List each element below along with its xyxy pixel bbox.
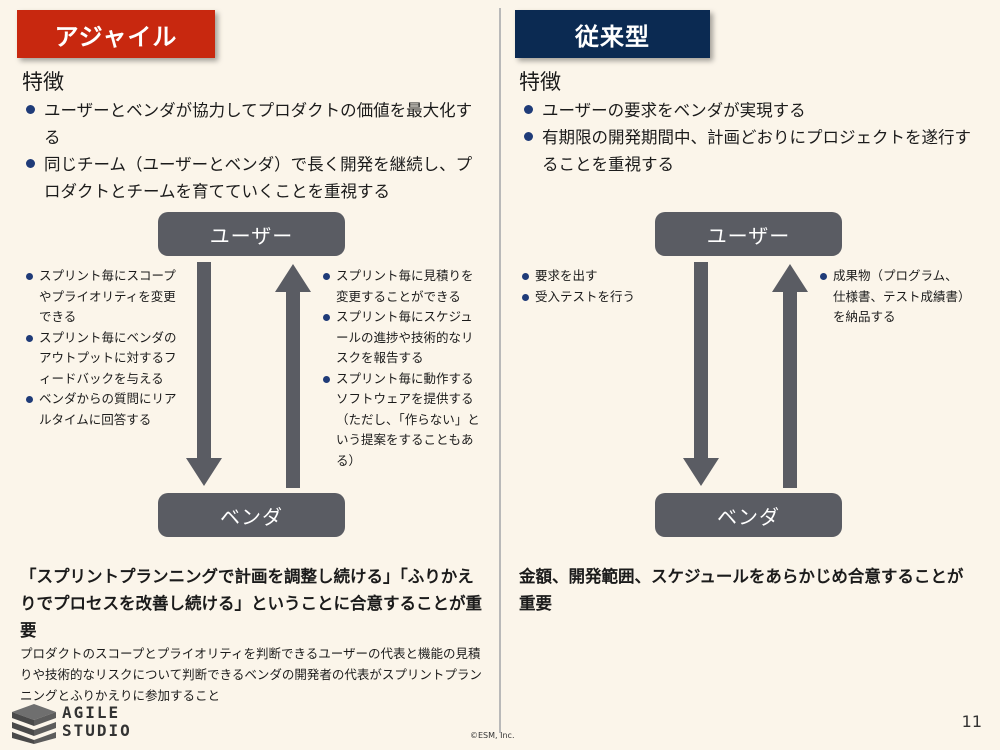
agile-arrows [186,262,311,488]
traditional-vendor-box: ベンダ [655,493,842,537]
agile-subtitle: 特徴 [22,70,64,94]
list-item: スプリント毎にスコープやプライオリティを変更できる [26,266,182,328]
traditional-header: 従来型 [515,10,710,58]
column-divider [499,8,501,733]
agile-left-notes: スプリント毎にスコープやプライオリティを変更できる スプリント毎にベンダのアウト… [26,266,182,430]
list-item: ベンダからの質問にリアルタイムに回答する [26,389,182,430]
agile-conclusion: 「スプリントプランニングで計画を調整し続ける」「ふりかえりでプロセスを改善し続け… [20,567,482,640]
up-arrow-icon [772,264,808,488]
traditional-bullet-list: ユーザーの要求をベンダが実現する 有期限の開発期間中、計画どおりにプロジェクトを… [524,97,974,178]
list-item: ユーザーとベンダが協力してプロダクトの価値を最大化する [26,97,488,151]
list-item: スプリント毎にベンダのアウトプットに対するフィードバックを与える [26,328,182,390]
list-item: 成果物（プログラム、仕様書、テスト成績書）を納品する [820,266,970,328]
list-item: スプリント毎にスケジュールの進捗や技術的なリスクを報告する [323,307,481,369]
agile-user-box: ユーザー [158,212,345,256]
logo-line-1: AGILE [62,703,121,722]
list-item: 同じチーム（ユーザーとベンダ）で長く開発を継続し、プロダクトとチームを育てていく… [26,151,488,205]
down-arrow-icon [186,262,222,486]
traditional-subtitle: 特徴 [519,70,561,94]
stack-logo-icon [12,704,56,744]
agile-note: プロダクトのスコープとプライオリティを判断できるユーザーの代表と機能の見積りや技… [20,646,482,703]
traditional-conclusion: 金額、開発範囲、スケジュールをあらかじめ合意することが重要 [519,567,964,613]
down-arrow-icon [683,262,719,486]
traditional-user-box: ユーザー [655,212,842,256]
list-item: 受入テストを行う [522,287,672,308]
agile-header: アジャイル [17,10,215,58]
page-number: 11 [961,712,982,731]
list-item: 要求を出す [522,266,672,287]
list-item: スプリント毎に動作するソフトウェアを提供する（ただし、「作らない」という提案をす… [323,369,481,472]
agile-studio-logo: AGILE STUDIO [8,700,130,744]
agile-bullet-list: ユーザーとベンダが協力してプロダクトの価値を最大化する 同じチーム（ユーザーとベ… [26,97,488,205]
agile-right-notes: スプリント毎に見積りを変更することができる スプリント毎にスケジュールの進捗や技… [323,266,481,471]
up-arrow-icon [275,264,311,488]
list-item: ユーザーの要求をベンダが実現する [524,97,974,124]
copyright: ©ESM, Inc. [470,731,515,740]
logo-line-2: STUDIO [62,721,132,740]
agile-vendor-box: ベンダ [158,493,345,537]
list-item: 有期限の開発期間中、計画どおりにプロジェクトを遂行することを重視する [524,124,974,178]
traditional-left-notes: 要求を出す 受入テストを行う [522,266,672,307]
list-item: スプリント毎に見積りを変更することができる [323,266,481,307]
traditional-arrows [683,262,808,488]
traditional-right-notes: 成果物（プログラム、仕様書、テスト成績書）を納品する [820,266,970,328]
